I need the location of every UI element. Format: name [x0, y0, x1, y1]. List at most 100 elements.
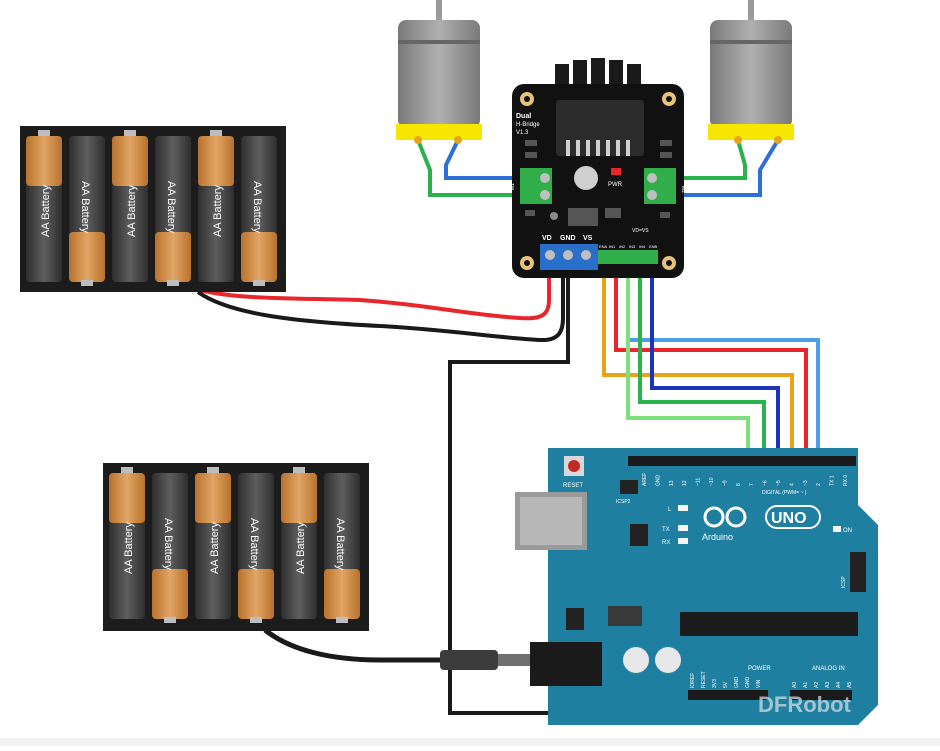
- header-pin-in1: IN1: [609, 244, 616, 249]
- analog-label: ANALOG IN: [812, 666, 845, 672]
- pin-label: ~3: [803, 480, 809, 486]
- pin-label: GND: [655, 475, 661, 487]
- pin-label: A4: [836, 682, 842, 688]
- battery-label: AA Battery: [334, 518, 346, 570]
- pin-label: IOREF: [690, 673, 696, 688]
- pin-label: A0: [792, 682, 798, 688]
- pin-label: ~10: [709, 477, 715, 486]
- footer-strip: [0, 738, 940, 746]
- battery-cell: AA Battery: [241, 136, 277, 286]
- control-header: [598, 250, 658, 264]
- battery1-red-wire: [199, 270, 551, 321]
- motor-terminal-m1-label: M1: [510, 183, 516, 190]
- terminal-label-gnd: GND: [560, 235, 576, 242]
- battery-label: AA Battery: [123, 522, 135, 574]
- motor-left-blue-wire: [444, 139, 520, 180]
- battery-cell: AA Battery: [109, 467, 145, 619]
- wire-enb: [626, 262, 750, 455]
- pin-label: A2: [814, 682, 820, 688]
- pin-label: ~5: [776, 480, 782, 486]
- motor-right-green-wire: [672, 139, 747, 180]
- pin-label: GND: [734, 677, 740, 689]
- pin-label: ~6: [763, 480, 769, 486]
- header-pin-in4: IN4: [639, 244, 646, 249]
- battery-cell: AA Battery: [152, 473, 188, 623]
- motor-driver-board: Dual H-Bridge V1.3 PWR VD=VS M1 M2 VD GN…: [510, 58, 686, 278]
- icsp2-label: ICSP2: [616, 499, 631, 505]
- header-pin-in3: IN3: [629, 244, 636, 249]
- motor-terminal-m2-label: M2: [680, 186, 686, 193]
- battery-label: AA Battery: [209, 522, 221, 574]
- pin-label: A3: [825, 682, 831, 688]
- battery-pack-top: AA Battery AA Battery AA Battery AA Battery…: [20, 126, 286, 292]
- battery-cell: AA Battery: [281, 467, 317, 619]
- battery-label: AA Battery: [126, 185, 138, 237]
- battery-label: AA Battery: [162, 518, 174, 570]
- barrel-plug: [440, 650, 498, 670]
- battery-cell: AA Battery: [26, 130, 62, 282]
- on-label: ON: [843, 528, 852, 534]
- battery-pack-bottom: AA Battery AA Battery AA Battery AA Battery…: [103, 463, 369, 631]
- board-title-3: V1.3: [516, 130, 529, 136]
- battery-label: AA Battery: [251, 181, 263, 233]
- battery-cell: AA Battery: [69, 136, 105, 286]
- pin-label: ~9: [722, 480, 728, 486]
- pin-label: TX 1: [830, 475, 836, 486]
- motor-right: [708, 0, 794, 144]
- battery1-black-wire: [196, 270, 565, 343]
- header-pin-enb: ENB: [649, 244, 658, 249]
- pin-label: A5: [847, 682, 853, 688]
- pin-label: 7: [749, 483, 755, 486]
- battery-label: AA Battery: [212, 185, 224, 237]
- pin-label: ~11: [696, 478, 702, 486]
- wire-in1: [614, 262, 808, 455]
- pwr-label: PWR: [608, 182, 623, 188]
- battery-cell: AA Battery: [195, 467, 231, 619]
- rx-label: RX: [662, 540, 670, 546]
- pin-label: 4: [789, 483, 795, 486]
- battery-label: AA Battery: [79, 181, 91, 233]
- power-label: POWER: [748, 666, 771, 672]
- motor-right-blue-wire: [672, 138, 780, 197]
- tx-label: TX: [662, 527, 670, 533]
- pin-label: 13: [669, 480, 675, 486]
- battery-label: AA Battery: [40, 185, 52, 237]
- pin-label: 12: [682, 480, 688, 486]
- wire-in2: [626, 262, 820, 455]
- pin-label: 5V: [723, 681, 729, 688]
- battery-cell: AA Battery: [324, 473, 360, 623]
- arduino-logo-icon: [703, 506, 747, 528]
- motor-left: [396, 0, 482, 144]
- pwr-led: [611, 168, 621, 175]
- battery-label: AA Battery: [165, 181, 177, 233]
- uno-label: UNO: [771, 510, 807, 527]
- pin-label: RX 0: [843, 475, 849, 486]
- battery-label: AA Battery: [248, 518, 260, 570]
- arduino-brand: Arduino: [702, 532, 733, 542]
- power-header: [688, 690, 768, 700]
- watermark: DFRobot: [758, 692, 852, 717]
- battery2-cable: [263, 628, 440, 663]
- header-pin-in2: IN2: [619, 244, 626, 249]
- l-label: L: [668, 507, 672, 513]
- battery-cell: AA Battery: [198, 130, 234, 282]
- wire-in4: [650, 262, 780, 455]
- terminal-label-vd: VD: [542, 235, 552, 242]
- motor-left-green-wire: [416, 139, 520, 197]
- battery-cell: AA Battery: [112, 130, 148, 282]
- pin-label: A1: [803, 682, 809, 688]
- pin-label: 3V3: [712, 679, 718, 688]
- wire-ena: [602, 262, 794, 455]
- vdvs-label: VD=VS: [632, 228, 649, 234]
- digital-label: DIGITAL (PWM= ~ ): [762, 490, 807, 496]
- pin-label: 8: [736, 483, 742, 486]
- pin-label: VIN: [756, 679, 762, 688]
- atmega-chip: [680, 612, 858, 636]
- pin-label: GND: [745, 677, 751, 689]
- board-title-1: Dual: [516, 113, 531, 120]
- pin-label: RESET: [701, 671, 707, 688]
- battery-cell: AA Battery: [238, 473, 274, 623]
- wire-in3: [638, 262, 766, 455]
